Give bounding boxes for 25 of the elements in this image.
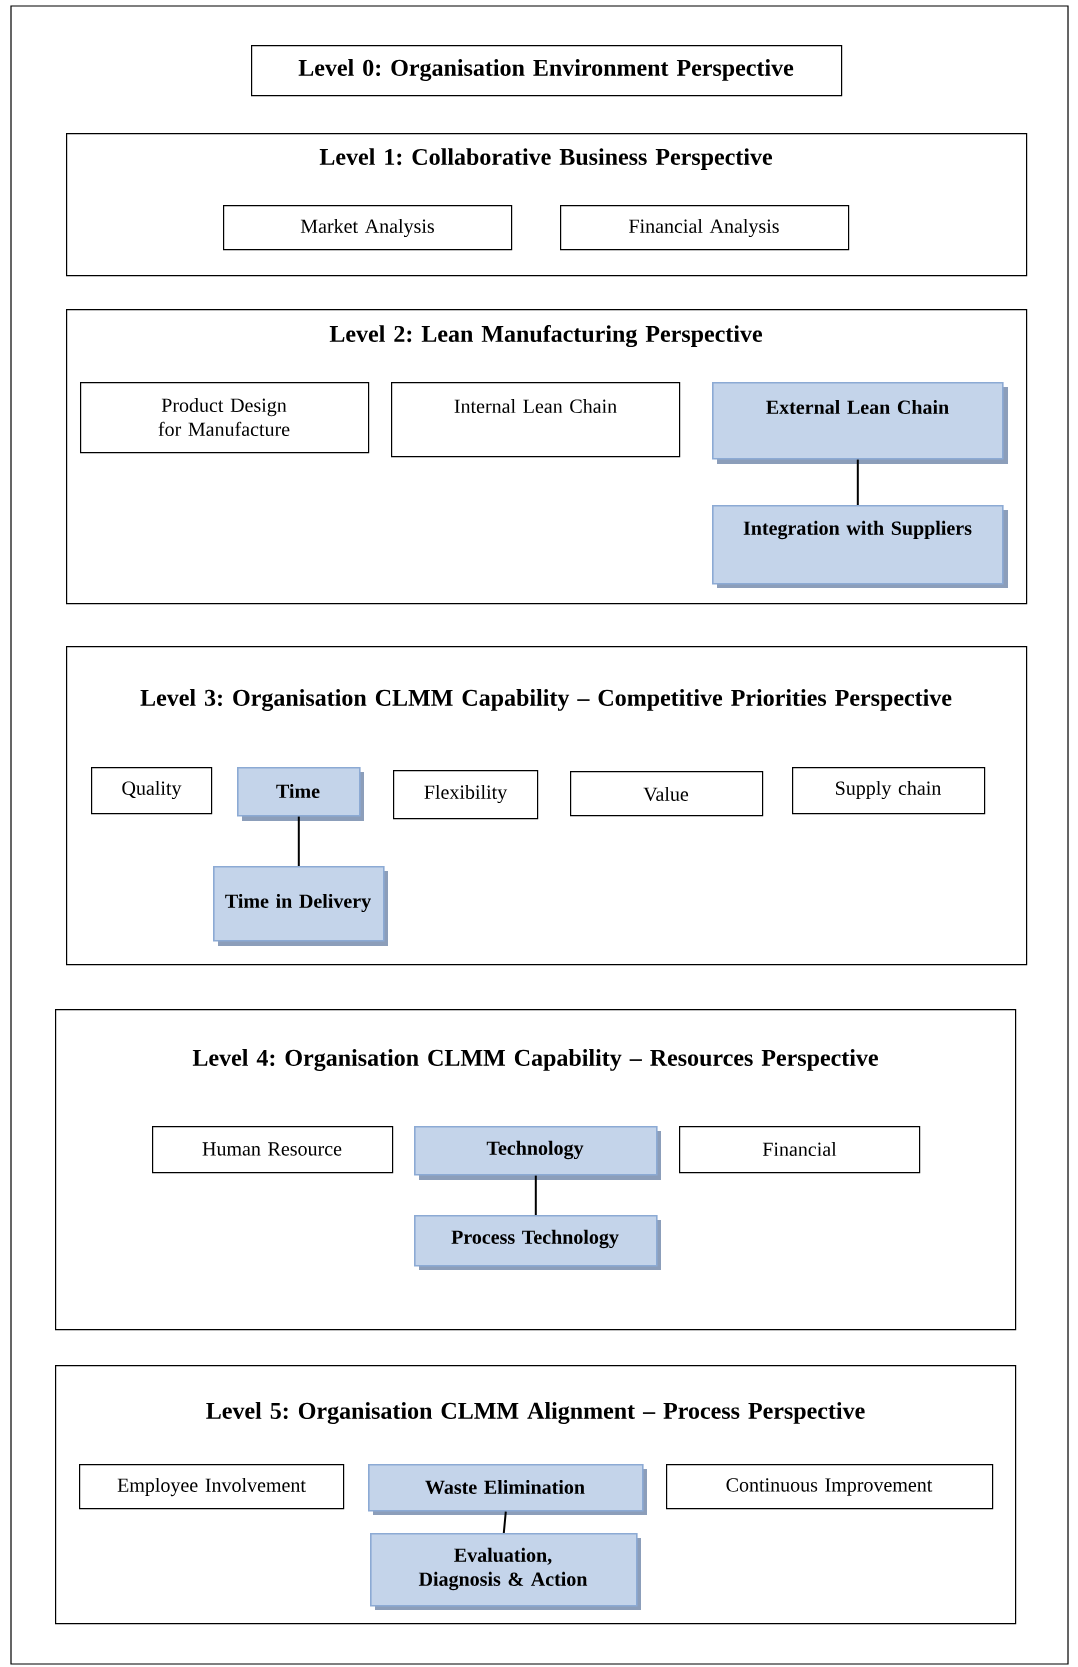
highlighted-box: Evaluation, Diagnosis & Action	[370, 1533, 641, 1610]
label-box: Supply chain	[792, 767, 986, 815]
connector-line	[856, 458, 859, 506]
connector-line	[297, 815, 300, 867]
label-box: Employee Involvement	[79, 1464, 345, 1510]
highlighted-box: Process Technology	[414, 1215, 661, 1270]
highlighted-box: Waste Elimination	[368, 1464, 647, 1515]
highlighted-box: Time in Delivery	[213, 866, 388, 946]
label-box: Continuous Improvement	[666, 1464, 994, 1510]
connector-line	[502, 1510, 507, 1534]
highlighted-box: Time	[237, 767, 364, 821]
label-box: Product Design for Manufacture	[80, 382, 370, 454]
connector-line	[534, 1174, 537, 1216]
label-box: Value	[570, 771, 764, 817]
title-box: Level 0: Organisation Environment Perspective	[251, 45, 843, 97]
label-box: Quality	[91, 767, 213, 815]
label-box: Internal Lean Chain	[391, 382, 681, 458]
label-box: Financial Analysis	[560, 205, 850, 251]
label-box: Financial	[679, 1126, 921, 1174]
label-box: Market Analysis	[223, 205, 513, 251]
highlighted-box: Integration with Suppliers	[712, 505, 1008, 588]
label-box: Flexibility	[393, 770, 539, 820]
highlighted-box: External Lean Chain	[712, 382, 1008, 464]
highlighted-box: Technology	[414, 1126, 661, 1180]
label-box: Human Resource	[152, 1126, 394, 1174]
